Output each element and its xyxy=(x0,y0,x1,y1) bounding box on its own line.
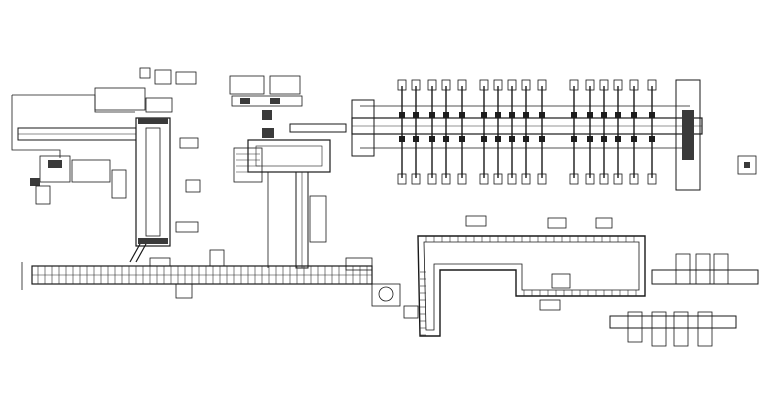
station-foot xyxy=(493,173,503,185)
station-node xyxy=(495,112,501,118)
station-node xyxy=(615,136,621,142)
station-foot xyxy=(599,173,609,185)
station-head xyxy=(537,79,547,91)
station-node xyxy=(443,112,449,118)
station-node xyxy=(601,112,607,118)
station-columns xyxy=(397,79,657,185)
station-node xyxy=(413,136,419,142)
station-foot xyxy=(521,173,531,185)
station-node xyxy=(631,112,637,118)
station-node xyxy=(571,136,577,142)
upper-right-section xyxy=(351,79,757,191)
station-head xyxy=(411,79,421,91)
station-node xyxy=(481,112,487,118)
station-node xyxy=(509,136,515,142)
station-node xyxy=(587,112,593,118)
station-node xyxy=(587,136,593,142)
bottom-conveyor-rollers xyxy=(37,266,368,284)
station-node xyxy=(649,112,655,118)
station-node xyxy=(509,112,515,118)
bottom-conveyor xyxy=(21,249,373,299)
station-foot xyxy=(585,173,595,185)
station-head xyxy=(569,79,579,91)
station-node xyxy=(615,112,621,118)
station-foot xyxy=(613,173,623,185)
station-foot xyxy=(427,173,437,185)
station-node xyxy=(429,136,435,142)
station-node xyxy=(631,136,637,142)
loop-rollers xyxy=(420,236,637,336)
station-node xyxy=(459,112,465,118)
station-node xyxy=(523,112,529,118)
station-foot xyxy=(537,173,547,185)
station-head xyxy=(441,79,451,91)
right-small-units xyxy=(609,253,759,347)
lower-right-loop xyxy=(371,215,646,337)
station-foot xyxy=(397,173,407,185)
station-head xyxy=(599,79,609,91)
station-node xyxy=(399,136,405,142)
station-head xyxy=(457,79,467,91)
station-foot xyxy=(629,173,639,185)
upper-middle-section xyxy=(229,75,347,269)
station-node xyxy=(429,112,435,118)
station-head xyxy=(521,79,531,91)
station-node xyxy=(443,136,449,142)
station-head xyxy=(585,79,595,91)
station-head xyxy=(493,79,503,91)
station-head xyxy=(427,79,437,91)
station-node xyxy=(539,136,545,142)
station-node xyxy=(539,112,545,118)
station-node xyxy=(481,136,487,142)
station-foot xyxy=(479,173,489,185)
station-head xyxy=(613,79,623,91)
upper-left-section xyxy=(11,67,201,263)
station-node xyxy=(649,136,655,142)
station-head xyxy=(397,79,407,91)
station-foot xyxy=(569,173,579,185)
station-node xyxy=(495,136,501,142)
station-foot xyxy=(411,173,421,185)
station-foot xyxy=(441,173,451,185)
station-node xyxy=(459,136,465,142)
station-head xyxy=(629,79,639,91)
station-node xyxy=(601,136,607,142)
station-head xyxy=(507,79,517,91)
station-foot xyxy=(507,173,517,185)
station-node xyxy=(571,112,577,118)
station-head xyxy=(647,79,657,91)
station-node xyxy=(523,136,529,142)
station-node xyxy=(399,112,405,118)
station-foot xyxy=(457,173,467,185)
station-node xyxy=(413,112,419,118)
station-head xyxy=(479,79,489,91)
station-foot xyxy=(647,173,657,185)
